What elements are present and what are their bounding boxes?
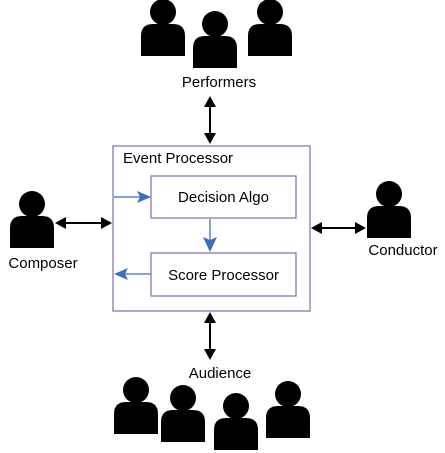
score-processor-box (150, 252, 297, 297)
event-processor-title: Event Processor (123, 150, 233, 167)
conductor-icon (367, 181, 411, 238)
conductor-connector (311, 222, 366, 234)
decision-algo-label: Decision Algo (178, 189, 269, 206)
decision-algo-box (150, 175, 297, 219)
composer-label: Composer (8, 255, 77, 272)
conductor-label: Conductor (368, 242, 437, 259)
performers-icon (141, 0, 292, 68)
composer-connector (55, 217, 112, 229)
composer-icon (10, 191, 54, 248)
flow-arrow-in (114, 191, 151, 203)
performers-connector (204, 96, 216, 144)
flow-arrow-out (114, 268, 151, 280)
flow-arrow-down (203, 219, 217, 252)
performers-label: Performers (182, 74, 256, 91)
audience-connector (204, 312, 216, 360)
audience-label: Audience (189, 365, 252, 382)
score-processor-label: Score Processor (168, 267, 279, 284)
audience-icon (114, 377, 310, 450)
